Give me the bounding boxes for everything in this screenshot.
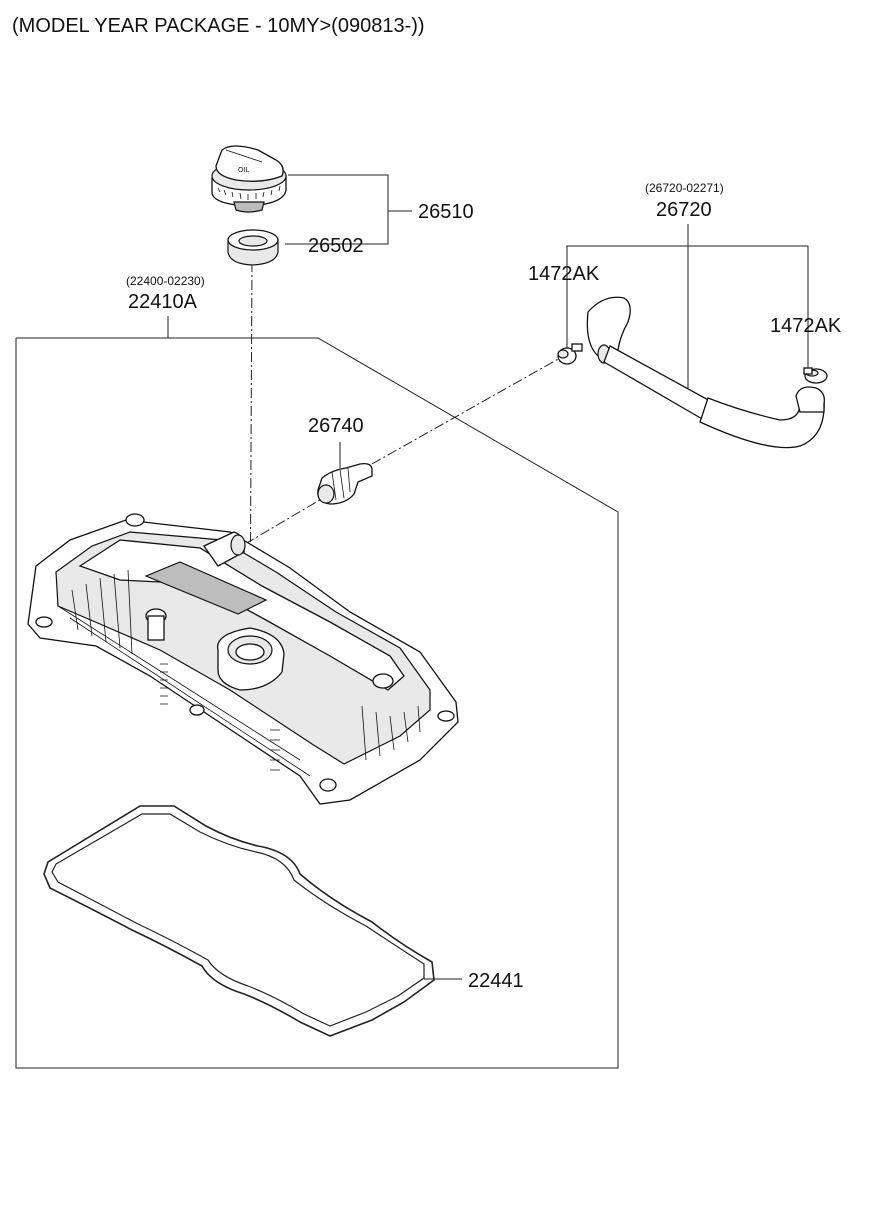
filler-cap-gasket	[227, 229, 279, 266]
label-hose: 26720	[656, 199, 712, 221]
hose-clamp-left	[557, 343, 583, 365]
diagram-title: (MODEL YEAR PACKAGE - 10MY>(090813-))	[12, 15, 425, 37]
oil-filler-cap: OIL	[211, 145, 287, 213]
label-hose-sub-code: (26720-02271)	[645, 181, 724, 195]
label-clamp-left: 1472AK	[528, 263, 600, 285]
breather-hose	[586, 296, 825, 449]
hose-clamp-right	[803, 367, 828, 384]
rocker-cover-gasket	[43, 805, 435, 1037]
svg-text:OIL: OIL	[238, 167, 249, 174]
label-cover-assy: 22410A	[128, 291, 198, 313]
label-pcv-valve: 26740	[308, 415, 364, 437]
rocker-cover	[27, 513, 459, 805]
label-cover-sub-code: (22400-02230)	[126, 274, 205, 288]
pcv-valve	[317, 462, 373, 505]
callout-labels: 26510 26502 (22400-02230) 22410A 26740 (…	[126, 181, 842, 992]
leader-lines	[15, 174, 809, 1069]
label-filler-cap-gasket: 26502	[308, 235, 364, 257]
label-cover-gasket: 22441	[468, 970, 524, 992]
label-clamp-right: 1472AK	[770, 315, 842, 337]
label-filler-cap-assy: 26510	[418, 201, 474, 223]
